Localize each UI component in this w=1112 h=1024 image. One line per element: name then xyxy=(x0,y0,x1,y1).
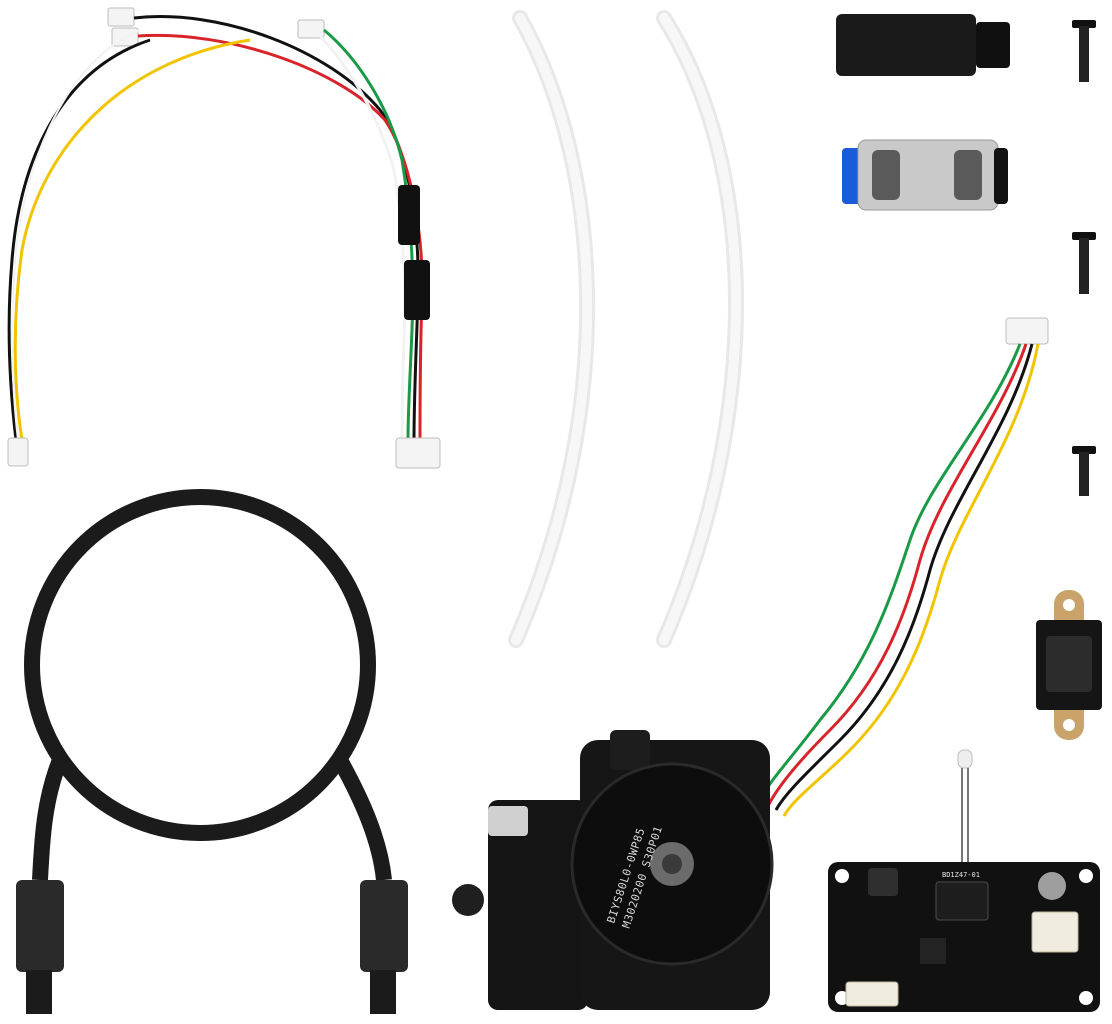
switch-mount-hole-top xyxy=(1063,599,1075,611)
pcb-capacitor xyxy=(1038,872,1066,900)
stepper-motor-shaft-center xyxy=(662,854,682,874)
harness-wire-red xyxy=(137,33,424,441)
pcb-white-connector-right xyxy=(1031,911,1079,953)
cable-right-plug xyxy=(370,970,396,1014)
pcb-mount-hole-tl xyxy=(835,869,849,883)
wire-harness xyxy=(7,7,441,469)
pcb-inductor xyxy=(868,868,898,896)
black-cable-loop xyxy=(16,489,408,1014)
ptfe-tube-right-highlight xyxy=(659,13,741,645)
harness-top-connector-c xyxy=(297,19,325,39)
harness-top-connector-a xyxy=(107,7,135,27)
coupler-black-collar xyxy=(994,148,1008,204)
coupler-inner-left xyxy=(872,150,900,200)
motor-wire-harness xyxy=(758,317,1049,817)
harness-loop-black xyxy=(7,38,151,441)
screw-1 xyxy=(1072,20,1096,82)
harness-heatshrink-upper xyxy=(398,185,420,245)
control-pcb: BD1Z47-01 xyxy=(828,749,1100,1012)
black-block-part xyxy=(836,14,1010,76)
motor-wire-connector xyxy=(1005,317,1049,345)
switch-button xyxy=(1046,636,1092,692)
pcb-led xyxy=(957,749,973,769)
harness-bottom-left-connector xyxy=(7,437,29,467)
cable-left-lead xyxy=(32,757,68,881)
black-block-body xyxy=(836,14,976,76)
switch-mount-hole-bottom xyxy=(1063,719,1075,731)
pcb-board xyxy=(828,862,1100,1012)
button-switch xyxy=(1036,590,1102,740)
cable-loop-ring xyxy=(24,489,376,841)
cable-right-lead xyxy=(332,756,392,881)
harness-heatshrink-lower xyxy=(404,260,430,320)
pcb-black-connector xyxy=(935,881,989,921)
cable-left-plug xyxy=(26,970,52,1014)
extruder-top-clip xyxy=(488,806,528,836)
extruder-assembly: BIYS80L0-0WP85 M3020200 S30P01 xyxy=(452,730,774,1010)
pcb-board-label: BD1Z47-01 xyxy=(942,871,980,879)
pcb-white-connector-bottom xyxy=(845,981,899,1007)
screw-3 xyxy=(1072,446,1096,496)
black-block-end xyxy=(976,22,1010,68)
harness-bottom-right-connector xyxy=(395,437,441,469)
harness-loop-yellow xyxy=(13,38,251,441)
coupler-blue-collar xyxy=(842,148,862,204)
pcb-mount-hole-br xyxy=(1079,991,1093,1005)
ptfe-tube-left-highlight xyxy=(511,13,593,645)
pcb-chip xyxy=(920,938,946,964)
extruder-body-left xyxy=(488,800,588,1010)
harness-loop-white xyxy=(11,29,141,441)
pcb-mount-hole-tr xyxy=(1079,869,1093,883)
extruder-knob xyxy=(452,884,484,916)
harness-wire-white xyxy=(318,34,407,441)
coupler-inner-right xyxy=(954,150,982,200)
pneumatic-coupler xyxy=(842,139,1008,211)
cable-right-connector xyxy=(360,880,408,972)
screw-2 xyxy=(1072,232,1096,294)
extruder-lever xyxy=(610,730,650,770)
cable-left-connector xyxy=(16,880,64,972)
